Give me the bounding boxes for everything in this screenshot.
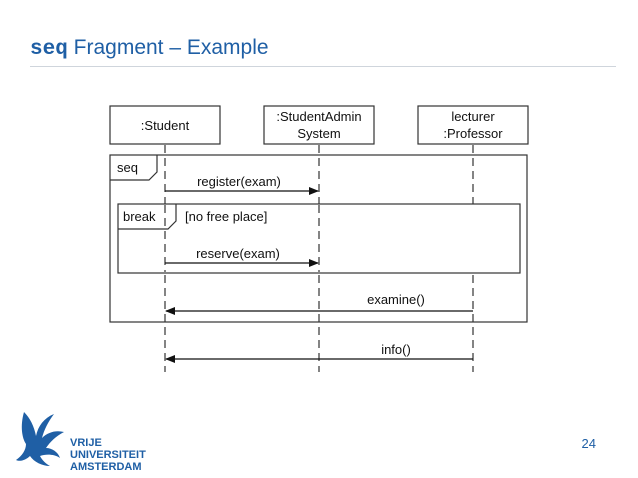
lifeline-professor-label-1: lecturer [451,109,495,124]
message-examine: examine() [165,292,473,315]
university-griffin-logo-icon [16,412,64,466]
title-keyword: seq [30,38,68,61]
university-wordmark: VRIJE UNIVERSITEIT AMSTERDAM [70,437,146,473]
message-register-label: register(exam) [197,174,281,189]
seq-operator-label: seq [117,160,138,175]
message-reserve-label: reserve(exam) [196,246,280,261]
lifeline-head-professor: lecturer :Professor [417,105,529,145]
wordmark-line-2: UNIVERSITEIT [70,449,146,461]
title-text: Fragment – Example [67,36,269,59]
wordmark-line-1: VRIJE [70,437,102,449]
seq-fragment: seq [109,154,528,323]
lifeline-head-studentadmin: :StudentAdmin System [263,105,375,145]
message-reserve: reserve(exam) [165,246,319,267]
lifeline-professor-label-2: :Professor [443,126,503,141]
break-operator-label: break [123,209,156,224]
message-info-label: info() [381,342,411,357]
title-divider [30,66,616,67]
slide-title: seq Fragment – Example [30,36,269,61]
lifeline-studentadmin-label-2: System [297,126,340,141]
lifeline-studentadmin-label-1: :StudentAdmin [276,109,361,124]
message-info: info() [165,342,473,363]
lifeline-student-label: :Student [141,118,190,133]
wordmark-line-3: AMSTERDAM [70,461,142,473]
page-number: 24 [581,436,596,451]
lifeline-head-student: :Student [109,105,221,145]
break-guard-label: [no free place] [185,209,267,224]
message-examine-label: examine() [367,292,425,307]
message-register: register(exam) [165,174,319,195]
